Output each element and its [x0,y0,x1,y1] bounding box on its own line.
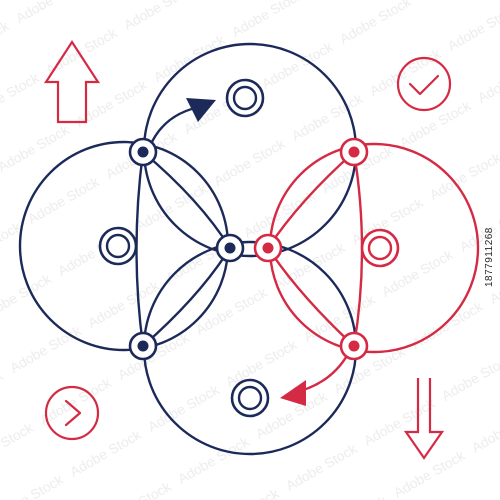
red-curved-arrow [280,353,350,406]
node-top-right [339,137,369,167]
check-circle-icon [396,56,452,112]
node-bottom-right [339,331,369,361]
red-curved-arrow-head [280,380,306,406]
up-arrow-icon [43,39,101,124]
node-bottom [230,378,270,418]
node-left [98,226,138,266]
node-top [225,78,265,118]
node-center-right [253,233,283,263]
stock-id-watermark: 1877911268 [484,227,495,287]
node-bottom-left [128,331,158,361]
nodes-group [98,78,400,418]
node-right [360,228,400,268]
chevron-right-circle-icon [44,385,100,441]
navy-clockwise-arrow [148,98,216,147]
node-top-left [128,137,158,167]
node-center-left [215,233,245,263]
double-down-arrow-icon [403,378,445,460]
arrows-group [148,98,350,406]
navy-clockwise-arrow-head [186,98,216,122]
